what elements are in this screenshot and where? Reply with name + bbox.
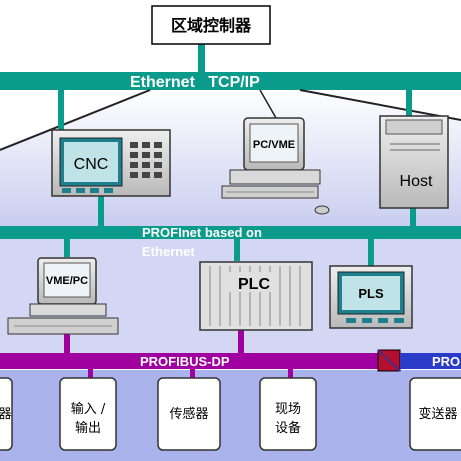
profibus-right-label: PRO bbox=[432, 354, 460, 369]
pc-vme-workstation: PC/VME bbox=[221, 117, 330, 215]
field-device-onsite: 现场 设备 bbox=[259, 377, 317, 451]
profinet-drop-pls bbox=[368, 239, 374, 267]
profinet-drop-vmepc bbox=[64, 239, 70, 257]
host-server: Host bbox=[379, 115, 449, 209]
controller-label: 区域控制器 bbox=[171, 16, 252, 35]
profibus-drop-vmepc bbox=[64, 334, 70, 353]
field-device-io: 输入 / 输出 bbox=[59, 377, 117, 451]
cnc-device: CNC bbox=[51, 129, 171, 197]
profibus-label: PROFIBUS-DP bbox=[140, 354, 230, 369]
vme-pc-label: VME/PC bbox=[46, 275, 88, 287]
profinet-label-line1: PROFInet based on bbox=[142, 225, 262, 240]
pls-panel: PLS bbox=[329, 265, 413, 329]
coupler-diagonal bbox=[377, 349, 401, 372]
pc-vme-label: PC/VME bbox=[253, 139, 295, 151]
profibus-drop-field-3 bbox=[288, 369, 293, 379]
ethernet-label: Ethernet TCP/IP bbox=[130, 74, 260, 91]
profibus-drop-field-2 bbox=[190, 369, 195, 379]
mouse-icon bbox=[314, 205, 330, 215]
ethernet-drop-1 bbox=[58, 90, 64, 130]
vme-pc-workstation: VME/PC bbox=[7, 257, 119, 335]
profibus-band bbox=[0, 353, 378, 369]
field-device-sensor: 传感器 bbox=[157, 377, 221, 451]
host-label: Host bbox=[400, 173, 433, 190]
ethernet-link-pcvme bbox=[259, 89, 277, 119]
plc-label: PLC bbox=[238, 276, 270, 293]
regional-controller-box: 区域控制器 bbox=[151, 5, 271, 45]
plc-rack: PLC bbox=[199, 261, 313, 331]
field-device-transmitter-label: 变送器 bbox=[418, 406, 457, 422]
ethernet-link-left bbox=[0, 89, 151, 151]
field-device-1: 器 bbox=[0, 377, 13, 451]
field-device-1-label: 器 bbox=[0, 407, 12, 422]
ethernet-band bbox=[0, 72, 461, 90]
profinet-drop-plc bbox=[234, 239, 240, 261]
cnc-keypad bbox=[130, 142, 162, 178]
profinet-label-line2: Ethernet bbox=[142, 244, 195, 259]
profinet-drop-cnc bbox=[98, 196, 104, 226]
controller-drop-line bbox=[198, 44, 205, 72]
profibus-drop-field-1 bbox=[88, 369, 93, 379]
field-device-onsite-label-2: 设备 bbox=[275, 420, 301, 436]
profibus-drop-plc bbox=[238, 330, 244, 353]
field-device-sensor-label: 传感器 bbox=[169, 406, 208, 422]
field-device-onsite-label-1: 现场 bbox=[275, 402, 301, 417]
profibus-band-right bbox=[400, 353, 461, 369]
field-device-io-label-2: 输出 bbox=[75, 420, 101, 436]
field-device-io-label-1: 输入 / bbox=[71, 401, 106, 417]
profinet-drop-host bbox=[410, 208, 416, 226]
field-device-transmitter: 变送器 bbox=[409, 377, 461, 451]
ethernet-link-right bbox=[299, 89, 461, 121]
cnc-label: CNC bbox=[74, 156, 109, 173]
profinet-band bbox=[0, 226, 461, 239]
pls-label: PLS bbox=[358, 286, 384, 301]
ethernet-drop-2 bbox=[406, 90, 412, 116]
